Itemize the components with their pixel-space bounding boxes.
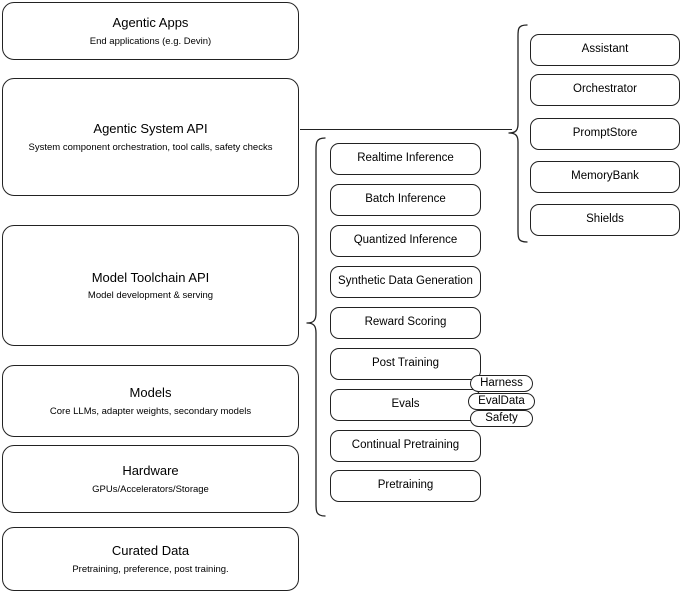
brace-agentic-system-components [507, 24, 529, 244]
capability-box-evals[interactable]: Evals [330, 389, 481, 421]
eval-pill-label: Safety [485, 411, 518, 424]
layer-title: Model Toolchain API [91, 269, 210, 285]
layer-subtitle: GPUs/Accelerators/Storage [92, 483, 209, 495]
capability-label: Synthetic Data Generation [338, 275, 473, 288]
component-label: Assistant [581, 43, 629, 56]
component-box-promptstore[interactable]: PromptStore [530, 118, 680, 150]
capability-label: Reward Scoring [364, 316, 447, 329]
component-label: PromptStore [572, 127, 638, 140]
layer-title: Hardware [122, 463, 179, 479]
capability-label: Evals [391, 398, 420, 411]
capability-label: Batch Inference [365, 193, 446, 206]
layer-subtitle: Pretraining, preference, post training. [72, 563, 229, 575]
eval-pill-safety[interactable]: Safety [470, 410, 533, 427]
layer-title: Curated Data [111, 543, 190, 559]
layer-subtitle: System component orchestration, tool cal… [28, 141, 273, 153]
capability-box-post-training[interactable]: Post Training [330, 348, 481, 380]
layer-subtitle: End applications (e.g. Devin) [89, 35, 212, 47]
capability-box-realtime-inference[interactable]: Realtime Inference [330, 143, 481, 175]
component-box-assistant[interactable]: Assistant [530, 34, 680, 66]
capability-box-pretraining[interactable]: Pretraining [330, 470, 481, 502]
capability-label: Realtime Inference [357, 152, 454, 165]
component-box-orchestrator[interactable]: Orchestrator [530, 74, 680, 106]
component-label: Orchestrator [573, 83, 637, 96]
capability-label: Continual Pretraining [351, 439, 460, 452]
eval-pill-label: Harness [480, 376, 523, 389]
brace-model-toolchain-capabilities [305, 137, 327, 517]
layer-box-curated-data[interactable]: Curated Data Pretraining, preference, po… [2, 527, 299, 591]
layer-subtitle: Model development & serving [87, 290, 214, 302]
connector-line-system-api-to-components [300, 129, 512, 131]
layer-title: Agentic Apps [112, 15, 189, 31]
capability-label: Post Training [371, 357, 440, 370]
layer-title: Agentic System API [93, 121, 208, 137]
layer-subtitle: Core LLMs, adapter weights, secondary mo… [49, 405, 252, 417]
capability-box-synthetic-data-generation[interactable]: Synthetic Data Generation [330, 266, 481, 298]
component-box-shields[interactable]: Shields [530, 204, 680, 236]
capability-box-continual-pretraining[interactable]: Continual Pretraining [330, 430, 481, 462]
layer-box-hardware[interactable]: Hardware GPUs/Accelerators/Storage [2, 445, 299, 513]
layer-box-model-toolchain-api[interactable]: Model Toolchain API Model development & … [2, 225, 299, 346]
eval-pill-evaldata[interactable]: EvalData [468, 393, 535, 410]
capability-box-batch-inference[interactable]: Batch Inference [330, 184, 481, 216]
capability-box-quantized-inference[interactable]: Quantized Inference [330, 225, 481, 257]
layer-box-agentic-apps[interactable]: Agentic Apps End applications (e.g. Devi… [2, 2, 299, 60]
layer-title: Models [129, 385, 172, 401]
eval-pill-label: EvalData [478, 394, 525, 407]
eval-pill-harness[interactable]: Harness [470, 375, 533, 392]
layer-box-agentic-system-api[interactable]: Agentic System API System component orch… [2, 78, 299, 196]
capability-label: Pretraining [377, 479, 434, 492]
capability-box-reward-scoring[interactable]: Reward Scoring [330, 307, 481, 339]
component-box-memorybank[interactable]: MemoryBank [530, 161, 680, 193]
layer-box-models[interactable]: Models Core LLMs, adapter weights, secon… [2, 365, 299, 437]
capability-label: Quantized Inference [353, 234, 458, 247]
component-label: Shields [586, 213, 624, 226]
component-label: MemoryBank [571, 170, 639, 183]
